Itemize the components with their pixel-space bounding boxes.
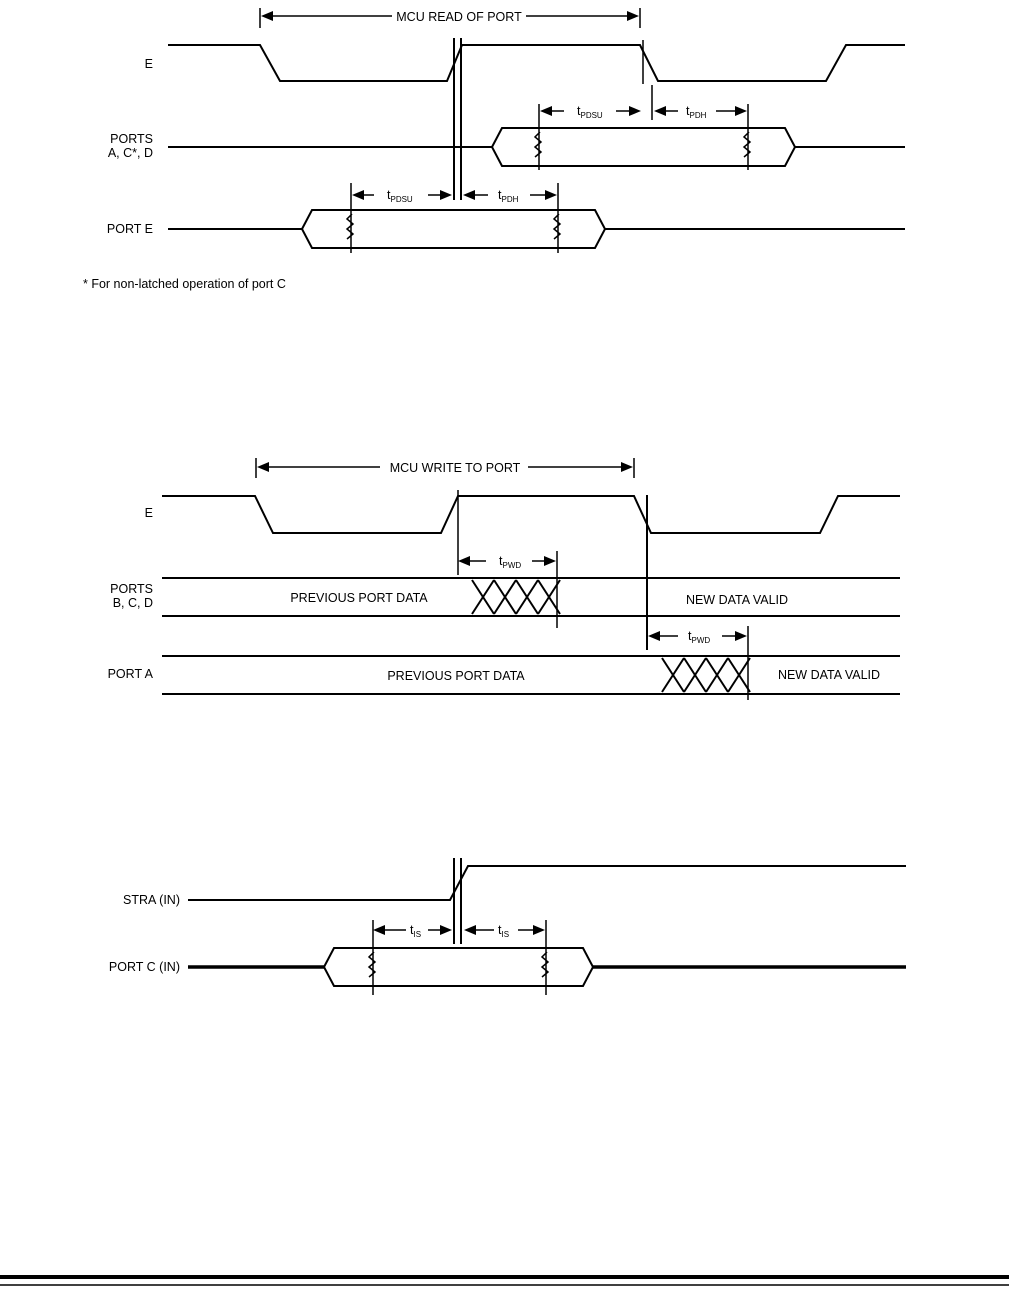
ports-bcd-crossover-region xyxy=(471,579,561,615)
crossover-stroke xyxy=(515,579,539,615)
port-c-in-data-waveform xyxy=(188,920,906,995)
signal-label-port-e: PORT E xyxy=(107,222,153,236)
write-cycle-diagram: MCU WRITE TO PORT E tPWD PORTS B, C, D P… xyxy=(108,458,900,700)
stra-waveform xyxy=(188,858,906,944)
ports-bcd-bus-waveform xyxy=(162,551,900,628)
mcu-write-span-arrow xyxy=(255,458,635,478)
read-cycle-diagram: MCU READ OF PORT E PORTS A, C*, D tPDSU xyxy=(83,8,905,291)
e-clock-waveform-write xyxy=(162,490,900,650)
tis-arrow-left xyxy=(373,925,452,935)
signal-label-ports-acd-line1: PORTS xyxy=(110,132,153,146)
port-a-bus-waveform xyxy=(162,626,900,700)
signal-label-ports-acd-line2: A, C*, D xyxy=(108,146,153,160)
e-clock-waveform xyxy=(168,38,905,200)
tpwd-label-bottom: tPWD xyxy=(688,629,710,645)
crossover-stroke xyxy=(705,657,729,693)
tis-label-right: tIS xyxy=(498,923,509,939)
ports-acd-data-waveform xyxy=(168,104,905,170)
crossover-stroke xyxy=(727,657,751,693)
crossover-stroke xyxy=(493,579,517,615)
mcu-read-span-arrow xyxy=(259,8,641,28)
signal-label-port-a: PORT A xyxy=(108,667,154,681)
tpdh-label-top: tPDH xyxy=(686,104,707,120)
tis-arrow-right xyxy=(464,925,545,935)
crossover-stroke xyxy=(683,657,707,693)
read-cycle-footnote: * For non-latched operation of port C xyxy=(83,277,286,291)
tpdsu-label-bottom: tPDSU xyxy=(387,188,413,204)
signal-label-ports-bcd-line2: B, C, D xyxy=(113,596,153,610)
signal-label-port-c-in: PORT C (IN) xyxy=(109,960,180,974)
port-e-data-waveform xyxy=(168,183,905,253)
tpdsu-arrow-bottom xyxy=(352,190,452,200)
crossover-stroke xyxy=(661,657,685,693)
tpdh-arrow-bottom xyxy=(463,190,557,200)
mcu-read-span-label: MCU READ OF PORT xyxy=(396,10,522,24)
crossover-stroke xyxy=(471,579,495,615)
tpwd-label-top: tPWD xyxy=(499,554,521,570)
port-a-previous-data: PREVIOUS PORT DATA xyxy=(387,669,525,683)
tpdh-label-bottom: tPDH xyxy=(498,188,519,204)
tpdsu-arrow-top xyxy=(540,106,641,116)
signal-label-stra-in: STRA (IN) xyxy=(123,893,180,907)
tpwd-arrow-bottom xyxy=(648,631,747,641)
port-a-crossover-region xyxy=(661,657,751,693)
mcu-write-span-label: MCU WRITE TO PORT xyxy=(390,461,521,475)
ports-bcd-new-data-valid: NEW DATA VALID xyxy=(686,593,788,607)
tpdh-arrow-top xyxy=(654,106,747,116)
strobe-input-diagram: STRA (IN) tIS tIS PORT C (IN) xyxy=(109,858,906,995)
signal-label-ports-bcd-line1: PORTS xyxy=(110,582,153,596)
tpwd-arrow-top xyxy=(458,556,556,566)
signal-label-e: E xyxy=(145,57,153,71)
port-a-new-data-valid: NEW DATA VALID xyxy=(778,668,880,682)
tis-label-left: tIS xyxy=(410,923,421,939)
ports-bcd-previous-data: PREVIOUS PORT DATA xyxy=(290,591,428,605)
signal-label-e-write: E xyxy=(145,506,153,520)
tpdsu-label-top: tPDSU xyxy=(577,104,603,120)
page-footer-rule xyxy=(0,1275,1009,1286)
